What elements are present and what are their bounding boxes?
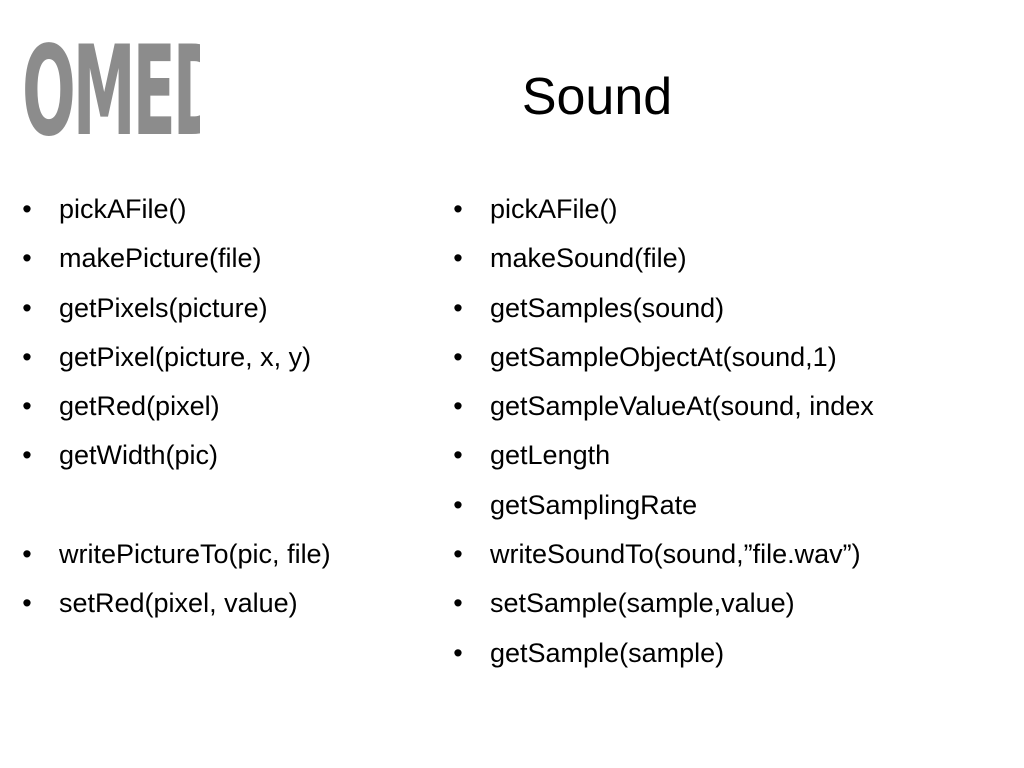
list-spacer [17,481,427,530]
bullet-icon: • [22,440,32,471]
logo-text: OMED [22,30,200,158]
bullet-icon: • [22,292,32,323]
bullet-icon: • [453,341,463,372]
list-item: • getSamplingRate [448,481,1018,530]
list-item: • getSampleValueAt(sound, index [448,382,1018,431]
list-item-text: getSample(sample) [490,637,725,668]
list-item: • getPixels(picture) [17,284,427,333]
list-item: • getSample(sample) [448,629,1018,678]
list-item: • getWidth(pic) [17,431,427,480]
list-item-text: makePicture(file) [59,243,262,274]
list-item-text: makeSound(file) [490,243,687,274]
list-item-text: getPixel(picture, x, y) [59,341,312,372]
list-item: • writeSoundTo(sound,”file.wav”) [448,530,1018,579]
list-item: • getRed(pixel) [17,382,427,431]
list-item-text: setSample(sample,value) [490,588,795,619]
list-item-text: setRed(pixel, value) [59,588,298,619]
list-item: • setRed(pixel, value) [17,579,427,628]
list-item-text: getRed(pixel) [59,391,220,422]
list-item-text: getSampleValueAt(sound, index [490,391,874,422]
list-item-text: pickAFile() [59,194,187,224]
bullet-icon: • [453,637,463,668]
list-item-text: getWidth(pic) [59,440,219,471]
list-item: • makeSound(file) [448,234,1018,283]
bullet-icon: • [453,539,463,570]
list-item-text: pickAFile() [490,194,618,224]
bullet-icon: • [22,539,32,570]
list-item: • getLength [448,431,1018,480]
list-item: • makePicture(file) [17,234,427,283]
bullet-icon: • [22,194,32,224]
list-item: • setSample(sample,value) [448,579,1018,628]
bullet-icon: • [453,391,463,422]
bullet-icon: • [22,588,32,619]
list-item-text: writePictureTo(pic, file) [59,539,331,570]
list-item-text: getSampleObjectAt(sound,1) [490,341,837,372]
list-item: • getSamples(sound) [448,284,1018,333]
list-item-text: getPixels(picture) [59,292,268,323]
bullet-icon: • [453,243,463,274]
list-item: • writePictureTo(pic, file) [17,530,427,579]
bullet-icon: • [453,588,463,619]
bullet-icon: • [453,489,463,520]
bullet-icon: • [22,391,32,422]
bullet-icon: • [453,292,463,323]
omed-logo: OMED [22,30,200,158]
left-function-list: • pickAFile() • makePicture(file) • getP… [17,185,427,629]
bullet-icon: • [22,243,32,274]
bullet-icon: • [453,194,463,224]
list-item-text: getLength [490,440,611,471]
slide-title: Sound [521,68,673,126]
list-item-text: getSamplingRate [490,489,698,520]
list-item: • getSampleObjectAt(sound,1) [448,333,1018,382]
list-item: • getPixel(picture, x, y) [17,333,427,382]
bullet-icon: • [453,440,463,471]
right-function-list: • pickAFile() • makeSound(file) • getSam… [448,185,1018,678]
bullet-icon: • [22,341,32,372]
list-item-text: getSamples(sound) [490,292,725,323]
list-item: • pickAFile() [17,185,427,234]
list-item-text: writeSoundTo(sound,”file.wav”) [490,539,861,570]
list-item: • pickAFile() [448,185,1018,234]
